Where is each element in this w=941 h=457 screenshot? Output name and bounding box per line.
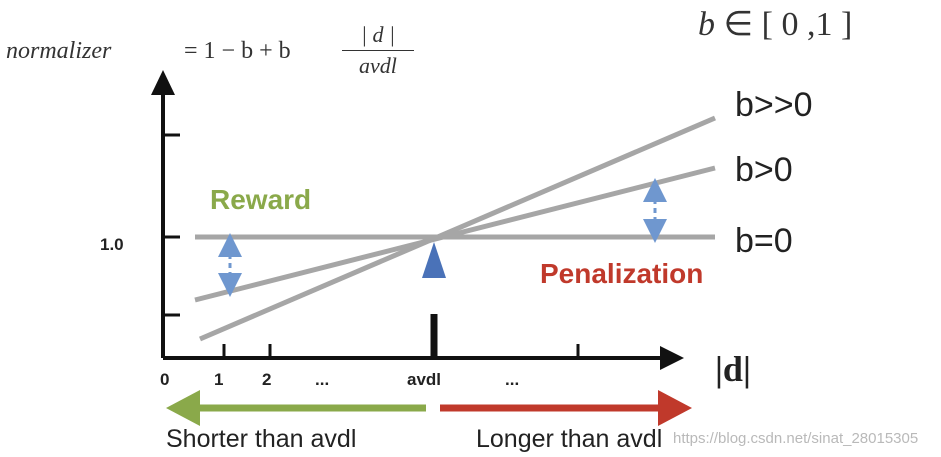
formula-lhs: normalizer: [6, 38, 112, 64]
x-axis-label: |d|: [715, 349, 751, 389]
b-positive-label: b>0: [735, 151, 793, 189]
y-axis-arrowhead: [151, 70, 175, 95]
line-b-large: [199, 115, 716, 342]
shorter-arrow-head: [166, 390, 200, 426]
x-tick-label-avdl: avdl: [407, 370, 442, 389]
b-zero-label: b=0: [735, 222, 793, 260]
x-axis-arrowhead: [660, 346, 684, 370]
x-tick-label: 0: [160, 370, 170, 389]
penalization-label: Penalization: [540, 258, 704, 289]
line-b-positive: [194, 165, 716, 303]
watermark-text: https://blog.csdn.net/sinat_28015305: [673, 430, 919, 447]
x-tick-label: ...: [505, 370, 520, 389]
formula-denominator: avdl: [359, 53, 397, 78]
pivot-triangle: [422, 242, 446, 278]
x-tick-label: ...: [315, 370, 330, 389]
longer-than-avdl-label: Longer than avdl: [476, 425, 663, 453]
reward-label: Reward: [210, 184, 312, 215]
formula-numerator: | d |: [342, 22, 414, 51]
x-tick-label: 2: [262, 370, 272, 389]
b-large-label: b>>0: [735, 86, 813, 124]
b-range-var: b: [698, 6, 715, 43]
y-tick-label: 1.0: [100, 235, 124, 254]
x-tick-label: 1: [214, 370, 224, 389]
b-range-formula: b ∈ [ 0 ,1 ]: [698, 4, 852, 44]
longer-arrow-head: [658, 390, 692, 426]
formula-rhs: = 1 − b + b: [184, 38, 291, 64]
b-range-interval: ∈ [ 0 ,1 ]: [715, 6, 853, 43]
formula-fraction: | d | avdl: [342, 22, 414, 79]
shorter-than-avdl-label: Shorter than avdl: [166, 425, 357, 453]
